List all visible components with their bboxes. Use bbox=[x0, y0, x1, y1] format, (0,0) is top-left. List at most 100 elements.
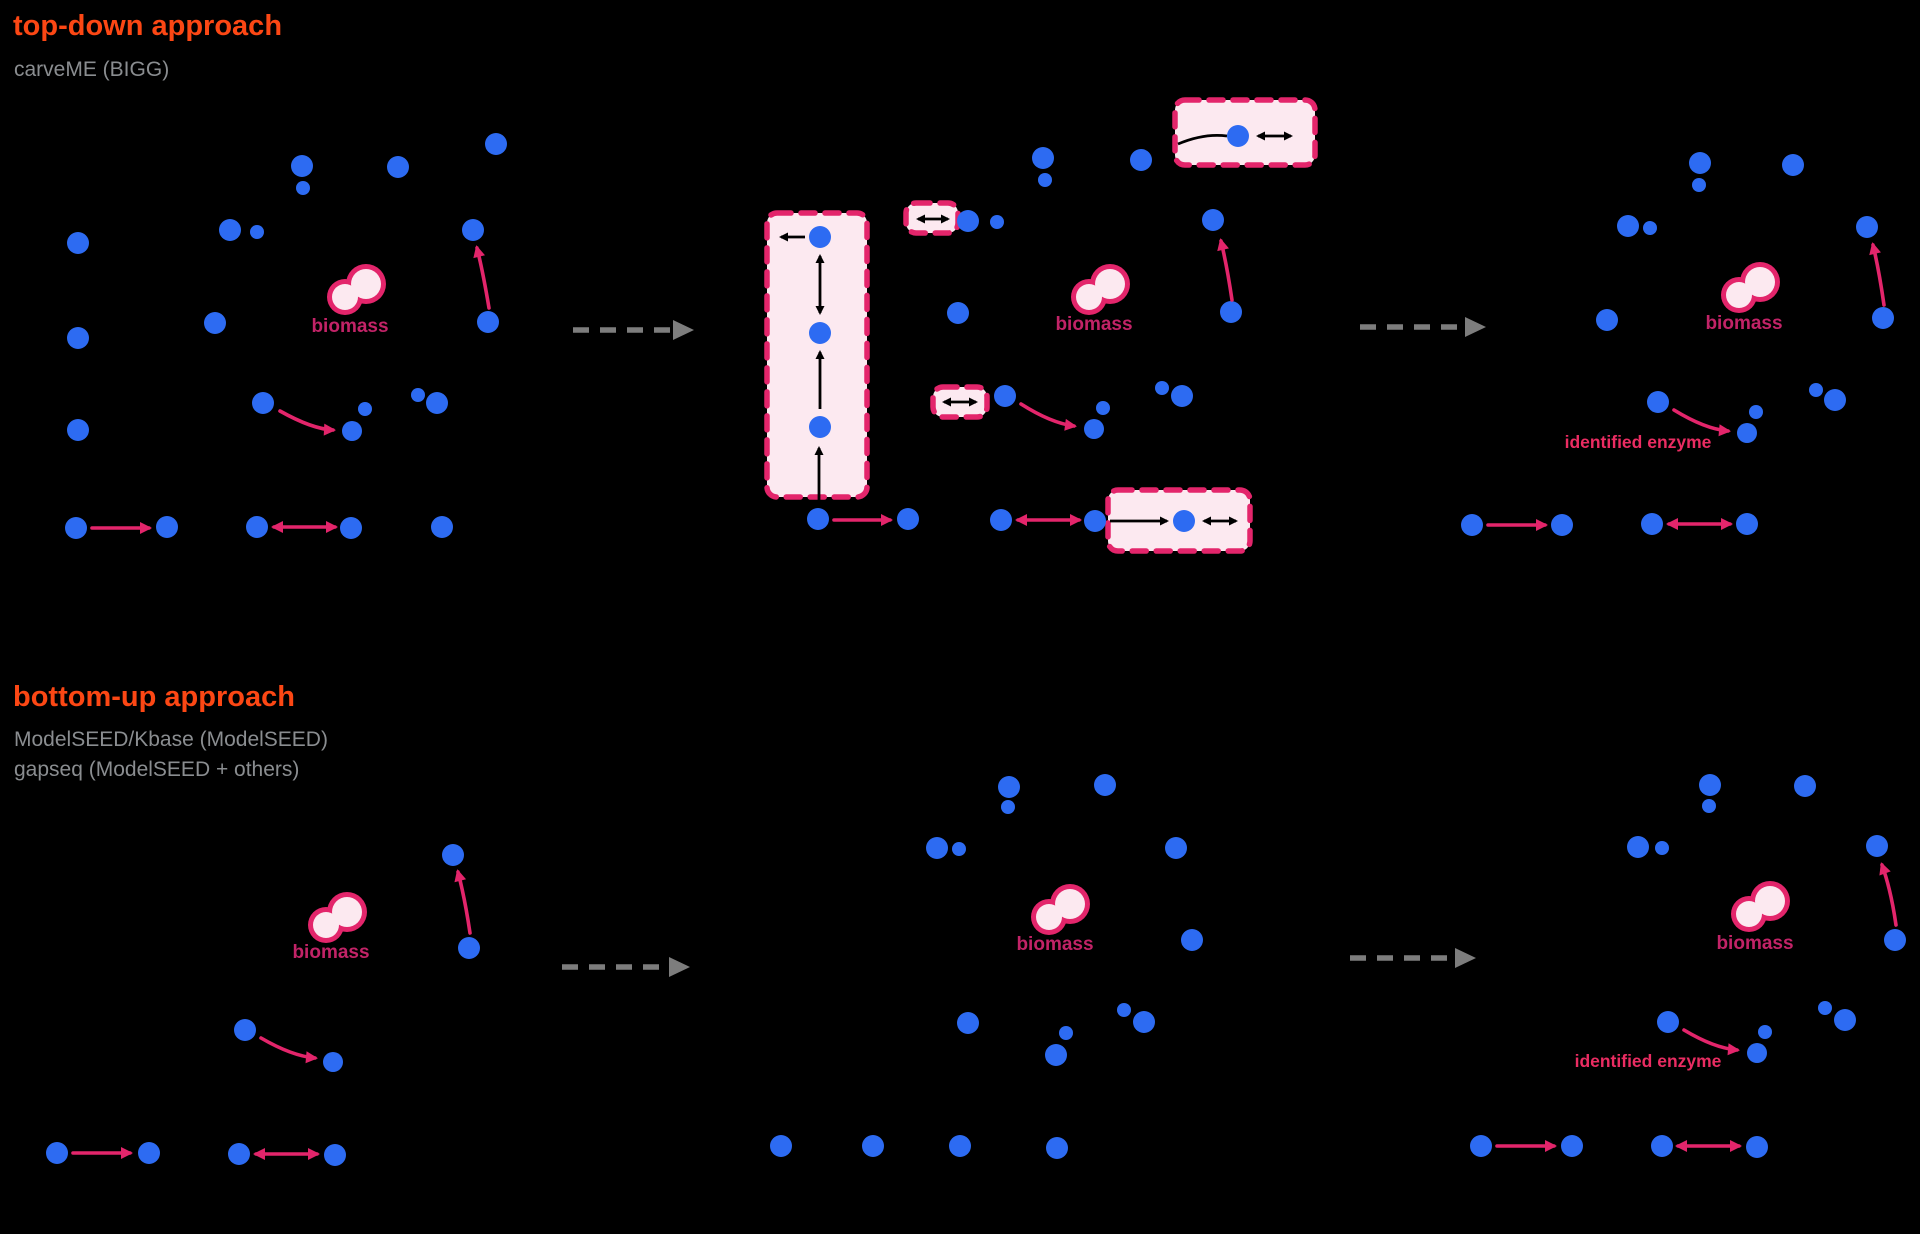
panel-reaction-carving-network: biomass bbox=[764, 97, 1318, 554]
metabolite-node bbox=[442, 844, 464, 866]
metabolite-node bbox=[67, 327, 89, 349]
metabolite-node bbox=[296, 181, 310, 195]
metabolite-node bbox=[1617, 215, 1639, 237]
metabolite-node bbox=[1794, 775, 1816, 797]
metabolite-node bbox=[809, 226, 831, 248]
biomass-label: biomass bbox=[1016, 934, 1093, 955]
enzyme-reaction-arrow bbox=[1217, 238, 1234, 302]
metabolite-node bbox=[291, 155, 313, 177]
metabolite-node bbox=[1130, 149, 1152, 171]
panel-gapfilled-model-network: biomass identified enzyme bbox=[1470, 774, 1906, 1158]
biomass-blob bbox=[327, 264, 386, 315]
metabolite-node bbox=[1084, 419, 1104, 439]
enzyme-reaction-arrow bbox=[1682, 1028, 1740, 1056]
bottom-up-subtitle-1: ModelSEED/Kbase (ModelSEED) bbox=[14, 728, 328, 751]
metabolite-node bbox=[219, 219, 241, 241]
biomass-label: biomass bbox=[311, 316, 388, 337]
identified-enzyme-label: identified enzyme bbox=[1575, 1051, 1722, 1071]
metabolite-node bbox=[1155, 381, 1169, 395]
metabolite-node bbox=[204, 312, 226, 334]
enzyme-reaction-arrow bbox=[278, 409, 336, 436]
metabolite-node bbox=[1834, 1009, 1856, 1031]
biomass-blob bbox=[308, 892, 367, 943]
metabolite-node bbox=[1689, 152, 1711, 174]
metabolite-node bbox=[1084, 510, 1106, 532]
metabolite-node bbox=[809, 416, 831, 438]
metabolite-node bbox=[387, 156, 409, 178]
metabolite-node bbox=[1641, 513, 1663, 535]
metabolite-node bbox=[1749, 405, 1763, 419]
metabolite-node bbox=[138, 1142, 160, 1164]
biomass-label: biomass bbox=[1705, 313, 1782, 334]
metabolite-node bbox=[340, 517, 362, 539]
metabolite-node bbox=[1046, 1137, 1068, 1159]
metabolite-node bbox=[1133, 1011, 1155, 1033]
metabolite-node bbox=[358, 402, 372, 416]
metabolite-node bbox=[1692, 178, 1706, 192]
reaction-arrow bbox=[1177, 133, 1228, 146]
metabolite-node bbox=[947, 302, 969, 324]
metabolite-node bbox=[1045, 1044, 1067, 1066]
metabolite-node bbox=[1470, 1135, 1492, 1157]
metabolite-node bbox=[807, 508, 829, 530]
metabolite-node bbox=[770, 1135, 792, 1157]
metabolite-node bbox=[1038, 173, 1052, 187]
biomass-blob bbox=[1031, 884, 1090, 935]
metabolite-node bbox=[426, 392, 448, 414]
enzyme-reaction-arrow bbox=[1879, 862, 1898, 927]
metabolite-node bbox=[1165, 837, 1187, 859]
metabolite-node bbox=[234, 1019, 256, 1041]
biomass-blob bbox=[1721, 262, 1780, 313]
metabolite-node bbox=[1096, 401, 1110, 415]
enzyme-reaction-arrow bbox=[454, 869, 472, 935]
metabolite-node bbox=[1117, 1003, 1131, 1017]
bottom-up-subtitle-2: gapseq (ModelSEED + others) bbox=[14, 758, 300, 781]
biomass-label: biomass bbox=[292, 942, 369, 963]
metabolite-node bbox=[252, 392, 274, 414]
metabolite-node bbox=[1655, 841, 1669, 855]
metabolite-node bbox=[1699, 774, 1721, 796]
biomass-label: biomass bbox=[1055, 314, 1132, 335]
metabolite-node bbox=[949, 1135, 971, 1157]
metabolite-node bbox=[1651, 1135, 1673, 1157]
enzyme-reaction-arrow bbox=[1869, 242, 1886, 307]
identified-enzyme-label: identified enzyme bbox=[1565, 432, 1712, 452]
metabolite-node bbox=[1202, 209, 1224, 231]
metabolite-node bbox=[1866, 835, 1888, 857]
metabolite-node bbox=[990, 215, 1004, 229]
panel-initial-draft-network: biomass bbox=[46, 844, 480, 1166]
metabolite-node bbox=[1227, 125, 1249, 147]
metabolite-node bbox=[477, 311, 499, 333]
metabolite-node bbox=[809, 322, 831, 344]
metabolite-node bbox=[1596, 309, 1618, 331]
metabolite-node bbox=[67, 419, 89, 441]
metabolite-node bbox=[246, 516, 268, 538]
metabolite-node bbox=[1561, 1135, 1583, 1157]
metabolite-node bbox=[1657, 1011, 1679, 1033]
metabolite-node bbox=[1171, 385, 1193, 407]
metabolite-node bbox=[1737, 423, 1757, 443]
metabolite-node bbox=[458, 937, 480, 959]
metabolite-node bbox=[411, 388, 425, 402]
top-down-title: top-down approach bbox=[13, 10, 283, 42]
metabolite-node bbox=[1747, 1043, 1767, 1063]
metabolite-node bbox=[323, 1052, 343, 1072]
metabolite-node bbox=[156, 516, 178, 538]
highlighted-reaction-box bbox=[764, 210, 870, 500]
metabolite-node bbox=[324, 1144, 346, 1166]
metabolite-node bbox=[250, 225, 264, 239]
metabolite-node bbox=[1782, 154, 1804, 176]
metabolite-node bbox=[1746, 1136, 1768, 1158]
panel-carved-model-network: biomass identified enzyme bbox=[1461, 152, 1894, 536]
metabolite-node bbox=[1818, 1001, 1832, 1015]
metabolite-node bbox=[1758, 1025, 1772, 1039]
panel-universal-model-network: biomass bbox=[65, 133, 507, 539]
metabolite-node bbox=[431, 516, 453, 538]
metabolite-node bbox=[990, 509, 1012, 531]
panel-draft-model-network: biomass bbox=[770, 774, 1203, 1159]
biomass-label: biomass bbox=[1716, 933, 1793, 954]
metabolite-node bbox=[998, 776, 1020, 798]
metabolite-node bbox=[994, 385, 1016, 407]
